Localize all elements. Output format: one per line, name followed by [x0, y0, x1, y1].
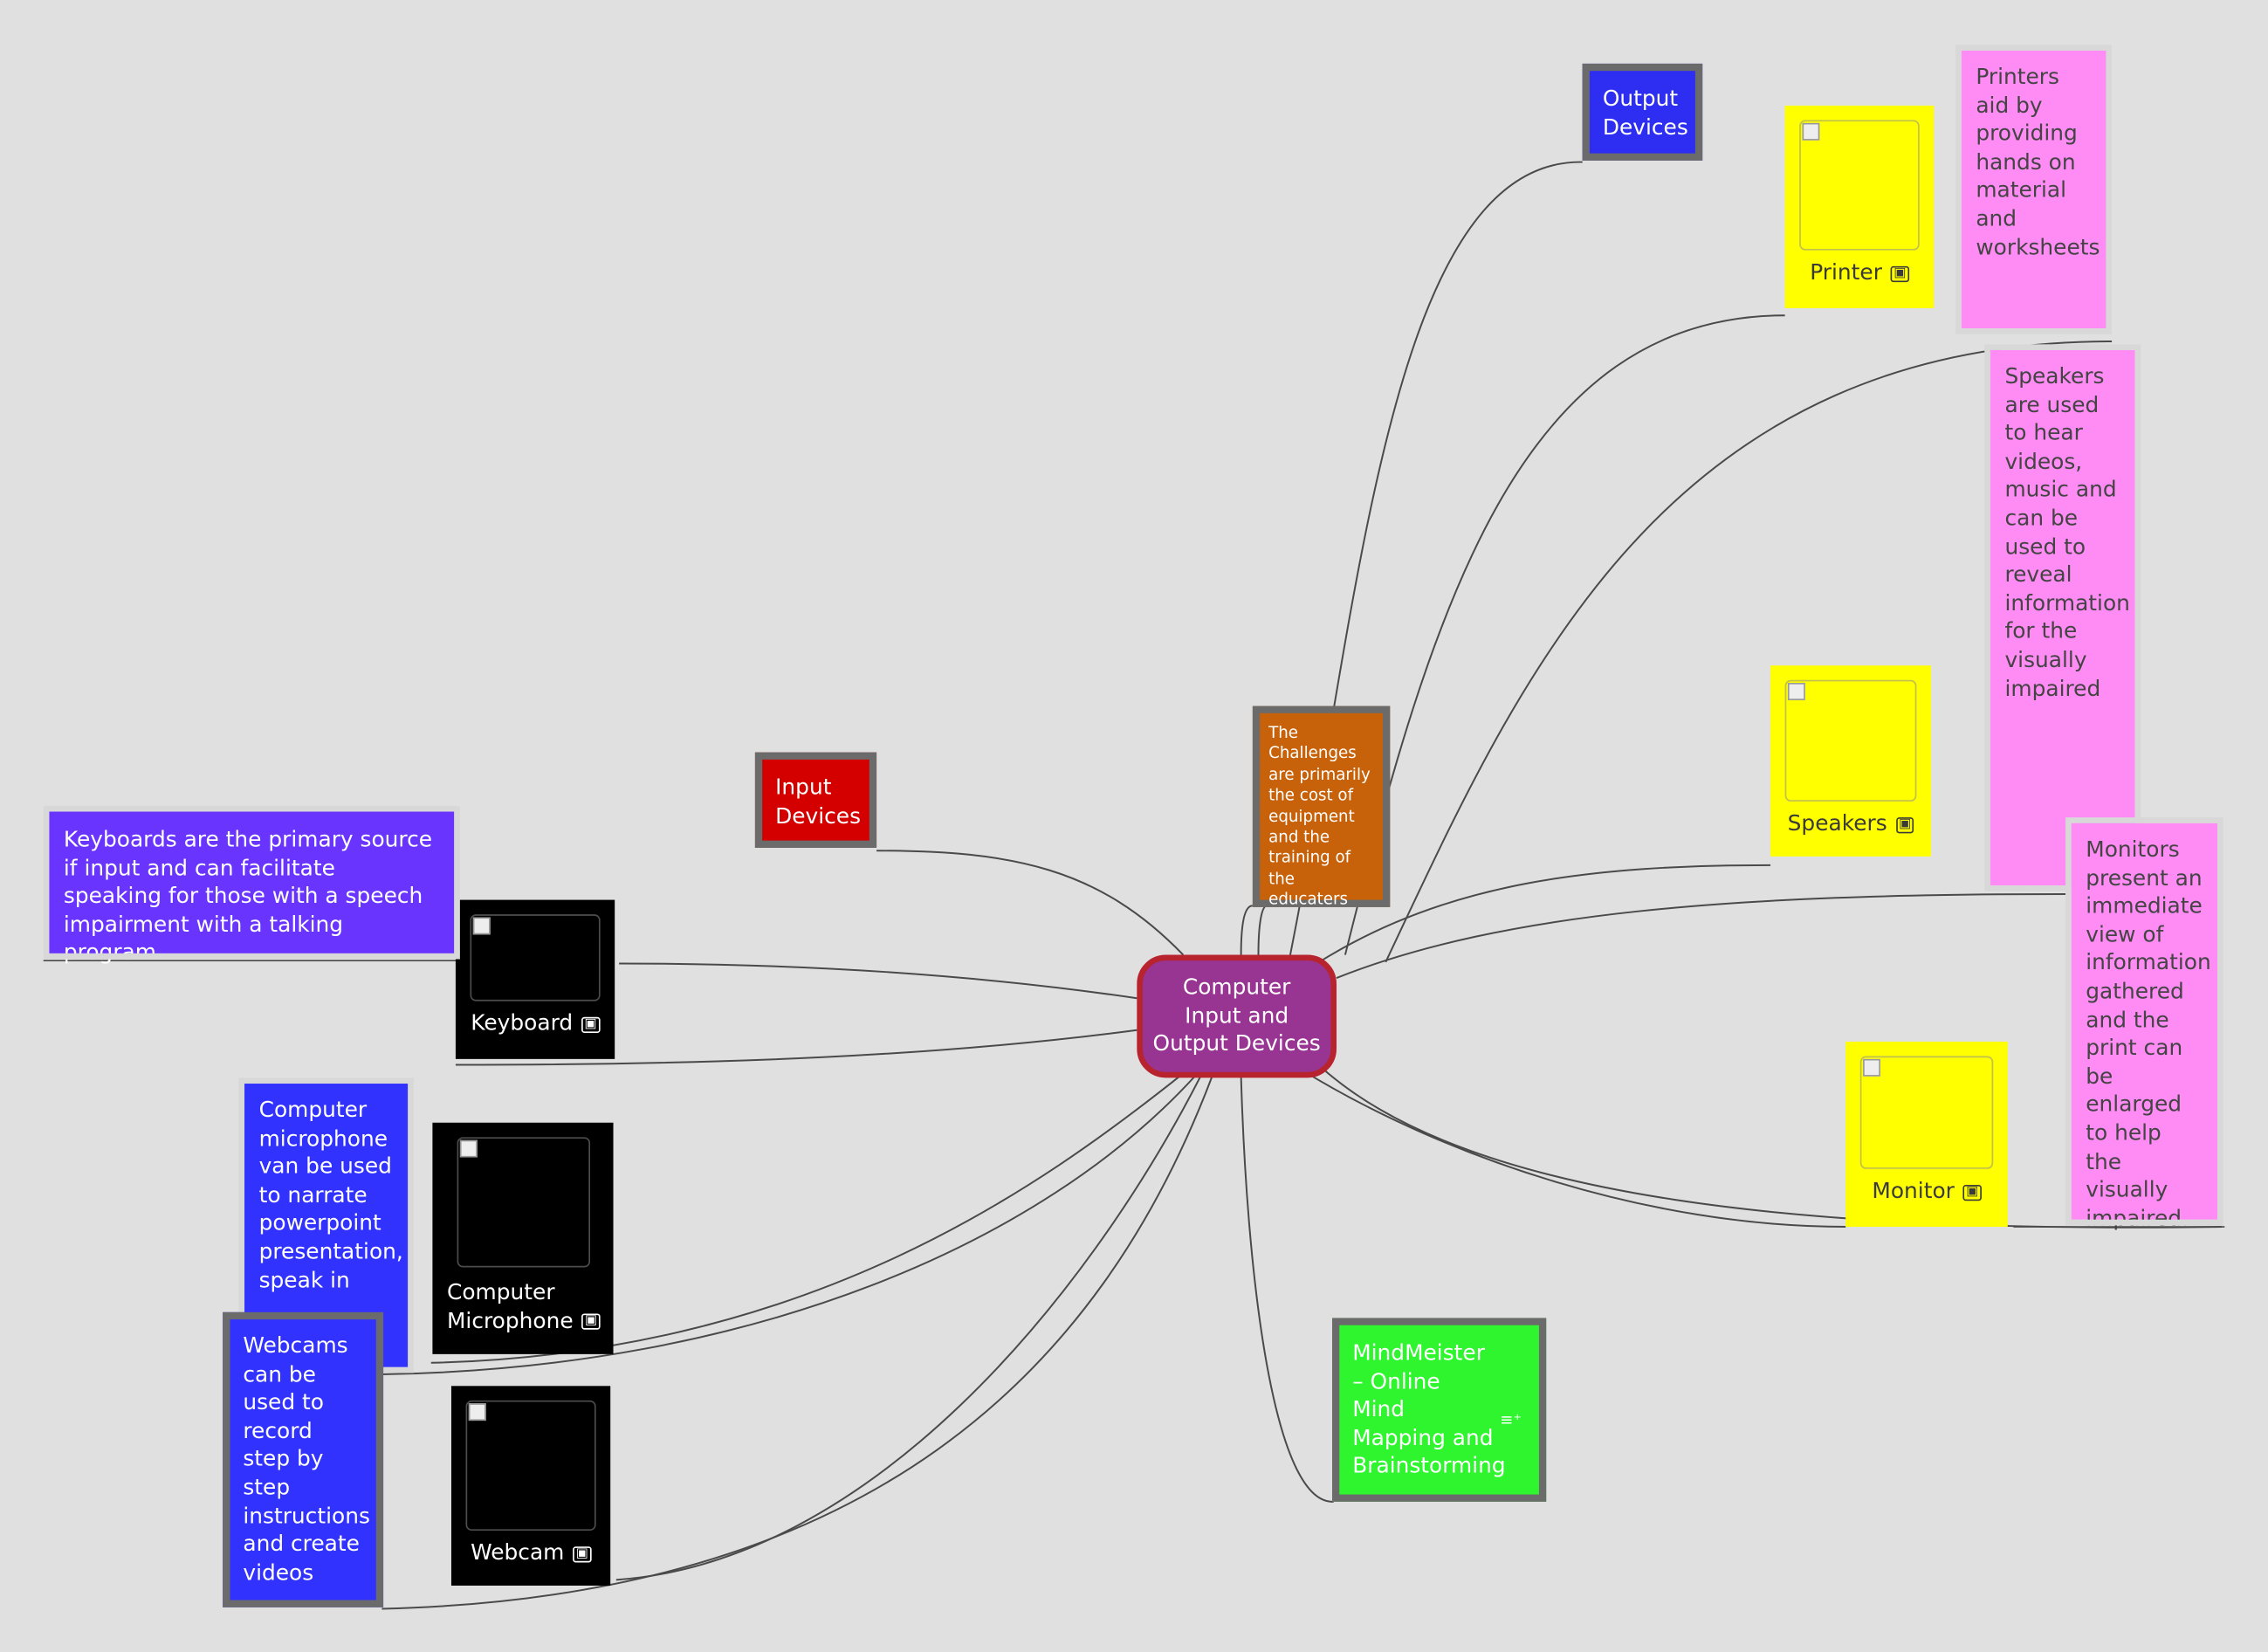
webcam-label: Webcam — [471, 1538, 565, 1566]
challenges-topic[interactable]: The Challenges are primarily the cost of… — [1252, 706, 1391, 909]
printer-note-text: Printers aid by providing hands on mater… — [1976, 63, 2100, 260]
input-devices-topic[interactable]: Input Devices — [754, 752, 877, 848]
challenges-label: The Challenges are primarily the cost of… — [1268, 723, 1371, 909]
image-icon[interactable]: ▣ — [1895, 816, 1914, 833]
printer-note[interactable]: Printers aid by providing hands on mater… — [1955, 45, 2113, 334]
keyboard-image — [470, 914, 601, 1002]
mindmeister-label: MindMeister – Online Mind Mapping and Br… — [1352, 1339, 1506, 1479]
microphone-label: Computer Microphone — [446, 1278, 574, 1333]
monitor-note-text: Monitors present an immediate view of in… — [2086, 836, 2211, 1231]
keyboard-label: Keyboard — [471, 1009, 574, 1036]
keyboard-note-text: Keyboards are the primary source if inpu… — [63, 826, 433, 966]
webcam-node[interactable]: Webcam ▣ — [450, 1386, 611, 1586]
webcam-note[interactable]: Webcams can be used to record step by st… — [223, 1311, 384, 1607]
monitor-note[interactable]: Monitors present an immediate view of in… — [2065, 817, 2223, 1231]
monitor-label: Monitor — [1872, 1177, 1955, 1204]
speakers-image — [1784, 679, 1917, 802]
monitor-image — [1859, 1056, 1994, 1169]
output-devices-topic[interactable]: Output Devices — [1582, 63, 1703, 161]
image-icon[interactable]: ▣ — [581, 1016, 600, 1033]
webcam-note-text: Webcams can be used to record step by st… — [243, 1332, 370, 1586]
webcam-image — [465, 1400, 596, 1532]
monitor-node[interactable]: Monitor ▣ — [1845, 1041, 2008, 1228]
keyboard-note[interactable]: Keyboards are the primary source if inpu… — [43, 805, 460, 966]
central-topic[interactable]: Computer Input and Output Devices — [1137, 954, 1337, 1078]
image-icon[interactable]: ▣ — [581, 1313, 601, 1331]
microphone-note-text: Computer microphone van be used to narra… — [258, 1096, 403, 1293]
image-icon[interactable]: ▣ — [573, 1545, 592, 1562]
printer-node[interactable]: Printer ▣ — [1784, 105, 1935, 308]
speakers-node[interactable]: Speakers ▣ — [1770, 665, 1931, 857]
note-icon[interactable]: ≡⁺ — [1500, 1410, 1522, 1430]
image-icon[interactable]: ▣ — [1890, 265, 1909, 282]
speakers-label: Speakers — [1787, 809, 1887, 836]
microphone-image — [457, 1137, 591, 1268]
central-topic-label: Computer Input and Output Devices — [1152, 974, 1321, 1057]
keyboard-node[interactable]: Keyboard ▣ — [455, 899, 615, 1059]
microphone-node[interactable]: Computer Microphone ▣ — [432, 1122, 614, 1354]
speakers-note[interactable]: Speakers are used to hear videos, music … — [1984, 344, 2141, 891]
input-devices-label: Input Devices — [775, 774, 862, 829]
speakers-note-text: Speakers are used to hear videos, music … — [2004, 362, 2130, 701]
image-icon[interactable]: ▣ — [1962, 1184, 1982, 1201]
mindmeister-topic[interactable]: MindMeister – Online Mind Mapping and Br… — [1332, 1318, 1547, 1502]
printer-image — [1799, 120, 1920, 251]
printer-label: Printer — [1810, 258, 1882, 286]
output-devices-label: Output Devices — [1602, 85, 1688, 141]
